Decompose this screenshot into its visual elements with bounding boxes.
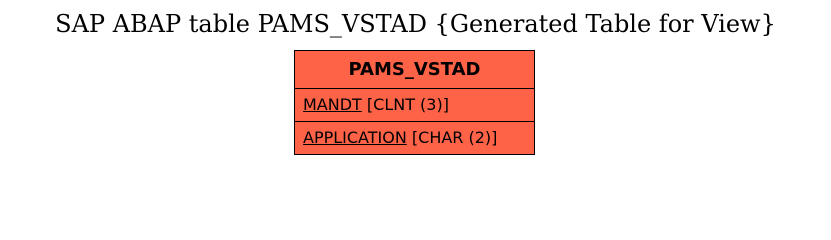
- field-type: [CHAR (2)]: [406, 128, 498, 147]
- field-row-application: APPLICATION [CHAR (2)]: [295, 122, 534, 154]
- field-type: [CLNT (3)]: [361, 95, 449, 114]
- entity-name: PAMS_VSTAD: [295, 51, 534, 89]
- diagram-title: SAP ABAP table PAMS_VSTAD {Generated Tab…: [55, 10, 776, 38]
- entity-box: PAMS_VSTAD MANDT [CLNT (3)] APPLICATION …: [294, 50, 535, 155]
- field-name[interactable]: MANDT: [303, 95, 362, 114]
- field-name[interactable]: APPLICATION: [303, 128, 407, 147]
- field-row-mandt: MANDT [CLNT (3)]: [295, 89, 534, 122]
